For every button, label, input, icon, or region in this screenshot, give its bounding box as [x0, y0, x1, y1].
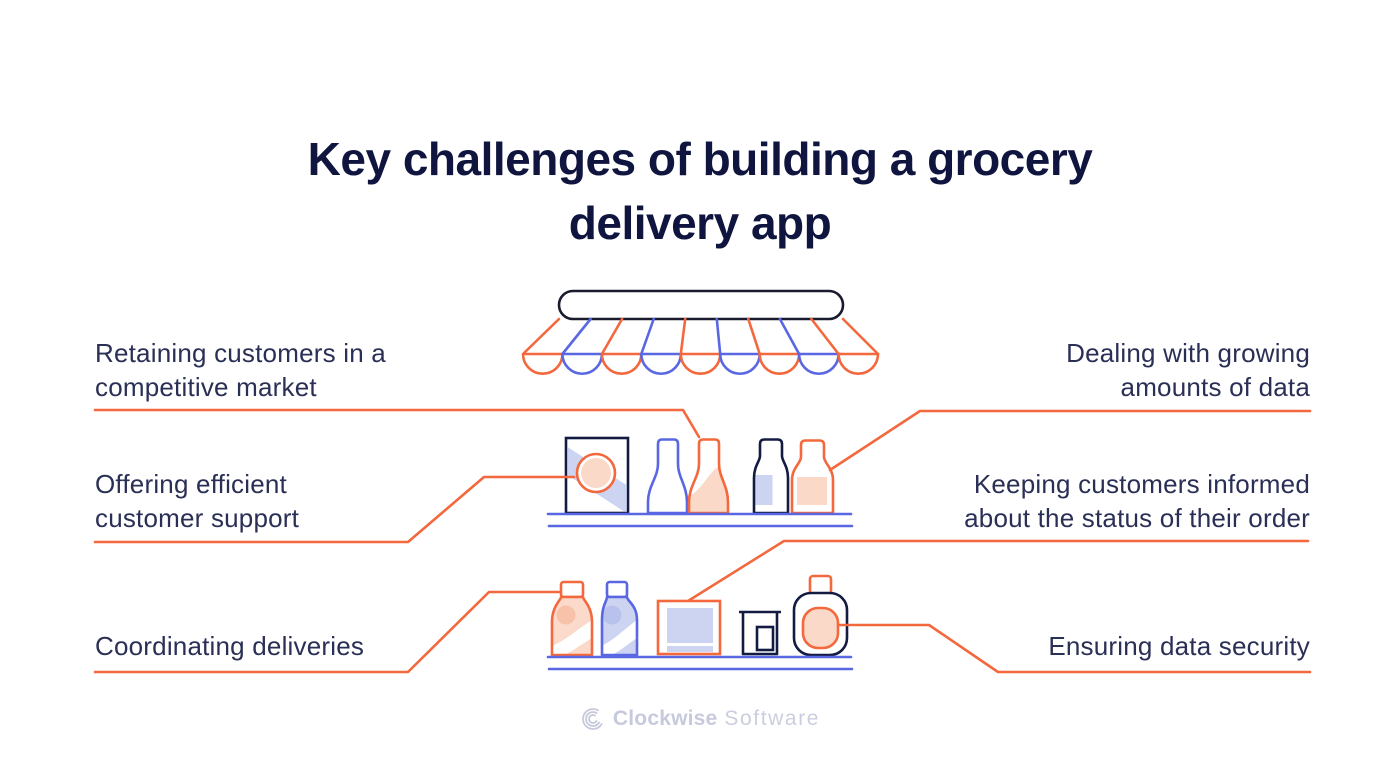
rounded-pouch-icon [792, 574, 849, 657]
page-title-line1: Key challenges of building a grocery [307, 132, 1093, 185]
store-awning-icon [521, 289, 880, 375]
challenge-growing-data: Dealing with growing amounts of data [1066, 338, 1310, 402]
blue-filled-bottle-icon [600, 580, 639, 657]
connector-order-status [686, 539, 1310, 603]
connector-coordinating-deliveries [93, 590, 561, 674]
clockwise-logo-icon [581, 708, 603, 730]
middle-shelf-icon [546, 512, 854, 528]
connector-retaining-customers [93, 408, 701, 439]
challenge-order-status: Keeping customers informed about the sta… [964, 469, 1310, 533]
clockwise-software-logo: Clockwise Software [0, 706, 1400, 732]
orange-flask-bottle-icon [687, 438, 730, 515]
connector-customer-support [93, 475, 576, 544]
blue-flask-bottle-icon [646, 438, 689, 515]
challenge-retaining-customers: Retaining customers in a competitive mar… [95, 338, 386, 402]
logo-brand-suffix: Software [724, 707, 821, 730]
connector-growing-data [828, 409, 1312, 472]
middle-shelf-items [546, 436, 854, 528]
challenge-coordinating-deliveries: Coordinating deliveries [95, 631, 365, 661]
challenge-data-security: Ensuring data security [1048, 631, 1310, 661]
page-title-line2: delivery app [568, 196, 832, 249]
connector-data-security [837, 623, 1312, 674]
orange-label-bottle-icon [790, 439, 835, 515]
page-title: Key challenges of building a grocery del… [0, 127, 1400, 255]
awning-top-bar [557, 289, 845, 321]
awning-scallops [521, 352, 880, 375]
orange-filled-bottle-icon [550, 580, 594, 657]
awning-stripe-dividers [521, 317, 880, 356]
challenge-customer-support: Offering efficient customer support [95, 469, 300, 533]
bottom-shelf-items [546, 574, 854, 671]
bottom-shelf-icon [546, 655, 854, 671]
grocery-box-icon [564, 436, 630, 515]
navy-bottle-icon [752, 438, 790, 515]
orange-box-icon [656, 599, 722, 656]
logo-brand-name: Clockwise [612, 707, 718, 730]
navy-cup-icon [739, 610, 781, 656]
